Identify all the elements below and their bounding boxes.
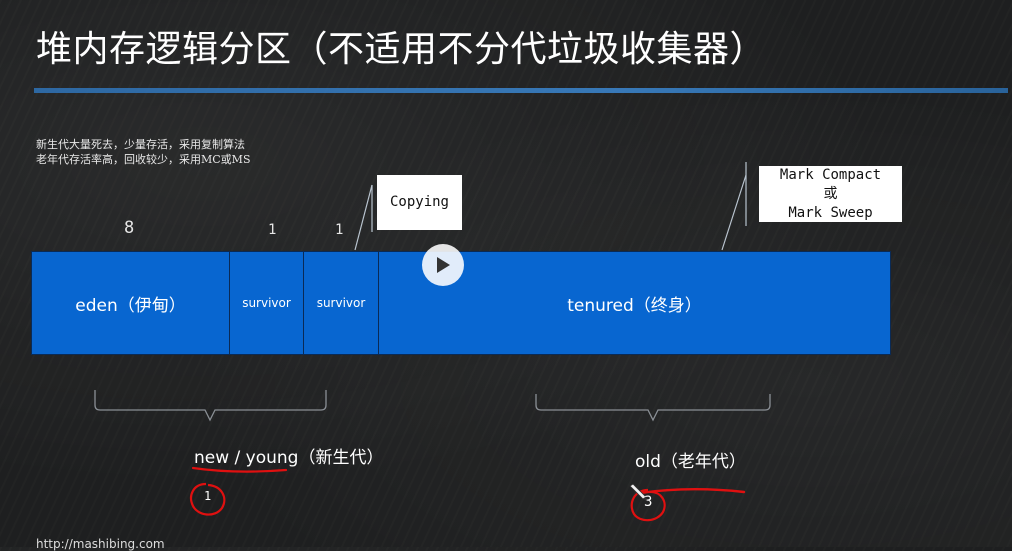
mark-compact-connector (721, 174, 747, 251)
pencil-cursor-icon (629, 483, 648, 502)
copying-connector (354, 184, 373, 251)
tenured-region: tenured（终身） (378, 251, 891, 355)
survivor2-label: survivor (316, 296, 366, 310)
old-ratio-annotation: 3 (644, 494, 653, 510)
survivor1-region: survivor (229, 251, 304, 355)
mark-compact-line: Mark Compact (779, 166, 882, 183)
young-gen-brace (94, 390, 327, 422)
eden-label: eden（伊甸） (75, 295, 186, 316)
old-red-circle (630, 488, 666, 522)
footer-url: http://mashibing.com (36, 537, 165, 551)
survivor2-ratio: 1 (335, 222, 344, 238)
mark-sweep-line: Mark Sweep (788, 204, 873, 221)
play-icon (437, 257, 450, 273)
old-gen-caption: old（老年代） (635, 452, 746, 472)
young-red-underline (191, 466, 288, 473)
old-gen-brace (535, 394, 771, 422)
tenured-label: tenured（终身） (567, 295, 702, 316)
survivor1-label: survivor (242, 296, 291, 310)
copying-callout-text: Copying (389, 194, 449, 210)
young-ratio-annotation: 1 (204, 489, 212, 503)
or-line: 或 (823, 185, 838, 202)
mark-compact-callout: Mark Compact 或 Mark Sweep (759, 166, 902, 222)
copying-callout: Copying (377, 175, 462, 230)
title-underline (34, 88, 1008, 93)
young-red-circle (189, 482, 226, 516)
note-young-gen: 新生代大量死去，少量存活，采用复制算法 (36, 138, 245, 151)
note-old-gen: 老年代存活率高，回收较少，采用MC或MS (36, 153, 251, 166)
slide-title: 堆内存逻辑分区（不适用不分代垃圾收集器） (36, 29, 767, 70)
eden-ratio: 8 (124, 218, 135, 238)
play-button[interactable] (422, 244, 464, 286)
young-gen-caption: new / young（新生代） (194, 448, 384, 468)
survivor1-ratio: 1 (268, 222, 277, 238)
